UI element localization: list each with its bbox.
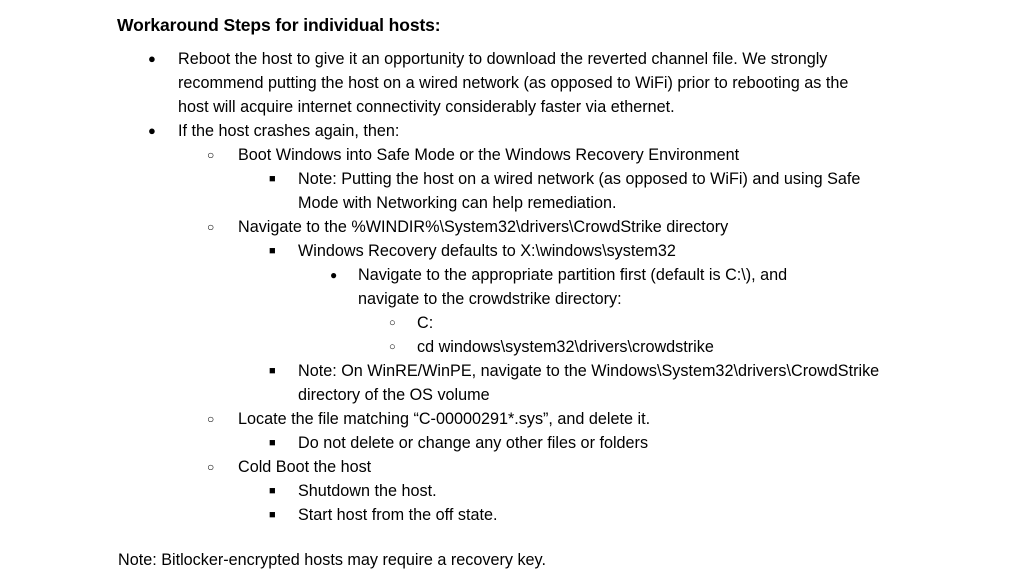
list-item-text: cd windows\system32\drivers\crowdstrike (417, 338, 714, 356)
list-item: Do not delete or change any other files … (0, 431, 1012, 455)
list-item: Navigate to the appropriate partition fi… (0, 263, 1012, 311)
list-item: Windows Recovery defaults to X:\windows\… (0, 239, 1012, 263)
list-item: Shutdown the host. (0, 479, 1012, 503)
list-item: Boot Windows into Safe Mode or the Windo… (0, 143, 1012, 167)
disc-bullet-icon (148, 47, 156, 71)
list-item-text: Note: On WinRE/WinPE, navigate to the Wi… (298, 362, 880, 404)
list-item-text: Locate the file matching “C-00000291*.sy… (238, 410, 651, 428)
list-item: Note: Putting the host on a wired networ… (0, 167, 1012, 215)
list-item: Locate the file matching “C-00000291*.sy… (0, 407, 1012, 431)
list-item-text: Reboot the host to give it an opportunit… (178, 50, 849, 116)
list-item-text: Windows Recovery defaults to X:\windows\… (298, 242, 676, 260)
disc-bullet-icon (148, 119, 156, 143)
square-bullet-icon (269, 167, 276, 191)
list-item-text: Navigate to the %WINDIR%\System32\driver… (238, 218, 729, 236)
list-item-text: Navigate to the appropriate partition fi… (358, 266, 788, 308)
list-item-text: Start host from the off state. (298, 506, 498, 524)
list-item-text: If the host crashes again, then: (178, 122, 400, 140)
list-item: C: (0, 311, 1012, 335)
square-bullet-icon (269, 239, 276, 263)
square-bullet-icon (269, 431, 276, 455)
list-item: Reboot the host to give it an opportunit… (0, 47, 1012, 119)
list-item: Cold Boot the host (0, 455, 1012, 479)
circle-bullet-icon (207, 215, 214, 239)
circle-bullet-icon (207, 143, 214, 167)
list-item-text: Do not delete or change any other files … (298, 434, 649, 452)
list-item: cd windows\system32\drivers\crowdstrike (0, 335, 1012, 359)
page-title: Workaround Steps for individual hosts: (117, 15, 441, 35)
square-bullet-icon (269, 503, 276, 527)
square-bullet-icon (269, 359, 276, 383)
list-item: If the host crashes again, then: (0, 119, 1012, 143)
circle-bullet-icon (207, 455, 214, 479)
circle-bullet-icon (207, 407, 214, 431)
circle-bullet-icon (389, 311, 396, 335)
list-item: Start host from the off state. (0, 503, 1012, 527)
disc-bullet-icon (330, 263, 337, 287)
list-item-text: Cold Boot the host (238, 458, 372, 476)
list-item-text: Boot Windows into Safe Mode or the Windo… (238, 146, 740, 164)
list-item: Note: On WinRE/WinPE, navigate to the Wi… (0, 359, 1012, 407)
list-item-text: Note: Putting the host on a wired networ… (298, 170, 861, 212)
circle-bullet-icon (389, 335, 396, 359)
list-item-text: C: (417, 314, 434, 332)
list-item: Navigate to the %WINDIR%\System32\driver… (0, 215, 1012, 239)
list-item-text: Shutdown the host. (298, 482, 437, 500)
bitlocker-note: Note: Bitlocker-encrypted hosts may requ… (118, 551, 546, 569)
workaround-steps-list: Reboot the host to give it an opportunit… (0, 47, 1012, 527)
square-bullet-icon (269, 479, 276, 503)
